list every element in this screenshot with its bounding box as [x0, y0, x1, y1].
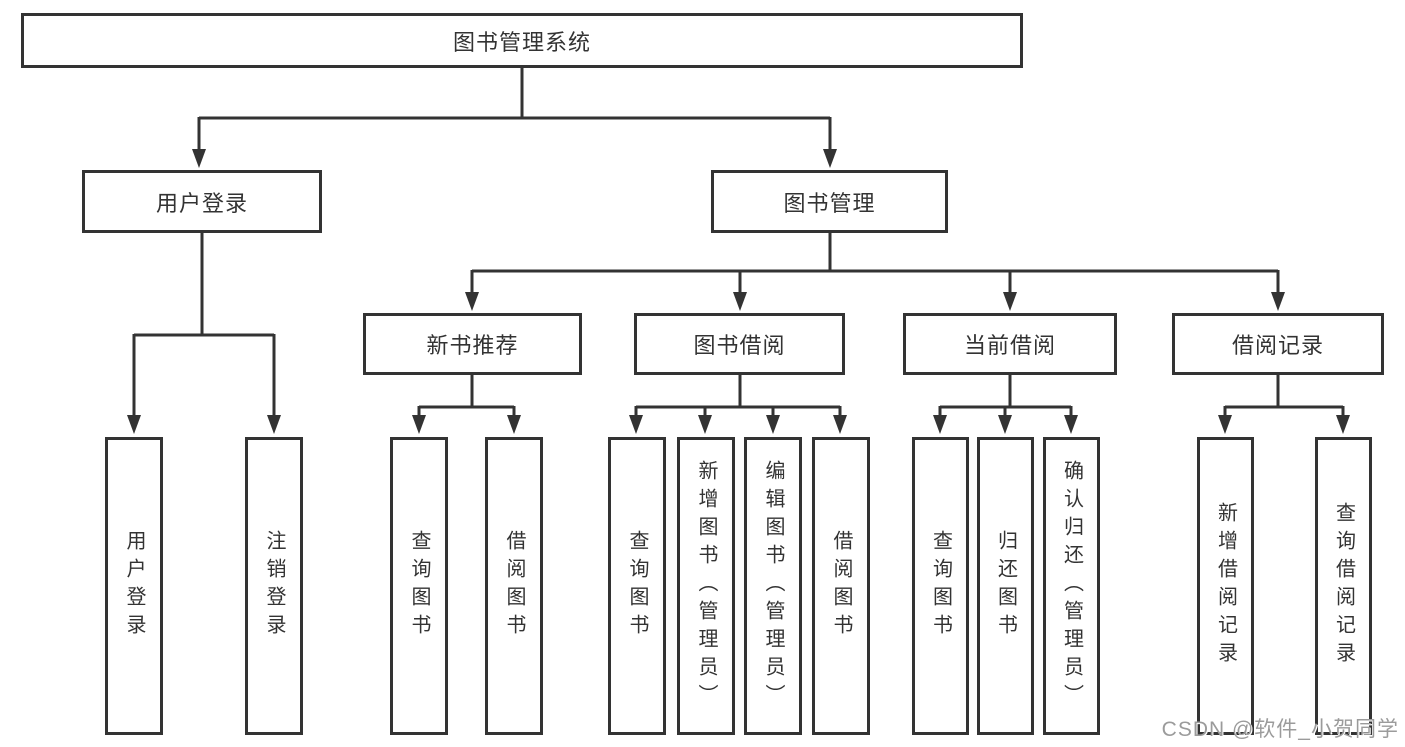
node-user-login-leaf: 用户登录 [105, 437, 163, 735]
arrow-down-icons [127, 149, 1350, 434]
node-book-mgmt-label: 图书管理 [783, 190, 876, 216]
node-book-mgmt: 图书管理 [711, 170, 948, 233]
node-borrow-records: 借阅记录 [1172, 313, 1384, 375]
csdn-watermark: CSDN @软件_小贺同学 [1161, 718, 1399, 741]
node-borrow-books-recommend: 借阅图书 [485, 437, 543, 735]
node-book-borrow: 图书借阅 [634, 313, 845, 375]
node-borrow-records-label: 借阅记录 [1231, 333, 1324, 358]
node-return-books: 归还图书 [977, 437, 1034, 735]
node-root: 图书管理系统 [21, 13, 1023, 68]
node-current-borrow: 当前借阅 [903, 313, 1117, 375]
node-logout-leaf: 注销登录 [245, 437, 303, 735]
node-new-book-recommend: 新书推荐 [363, 313, 582, 375]
node-query-books-recommend: 查询图书 [390, 437, 448, 735]
node-current-borrow-label: 当前借阅 [963, 333, 1056, 358]
node-add-borrow-record: 新增借阅记录 [1197, 437, 1254, 735]
node-borrow-books-leaf: 借阅图书 [812, 437, 870, 735]
node-edit-book-admin: 编辑图书（管理员） [744, 437, 802, 735]
node-add-book-admin: 新增图书（管理员） [677, 437, 735, 735]
node-query-books-current: 查询图书 [912, 437, 969, 735]
node-query-borrow-record: 查询借阅记录 [1315, 437, 1372, 735]
node-query-books-borrow: 查询图书 [608, 437, 666, 735]
node-user-login-label: 用户登录 [155, 190, 248, 216]
node-book-borrow-label: 图书借阅 [693, 333, 786, 358]
node-confirm-return-admin: 确认归还（管理员） [1043, 437, 1100, 735]
node-new-book-recommend-label: 新书推荐 [426, 333, 519, 358]
node-user-login: 用户登录 [82, 170, 322, 233]
node-root-label: 图书管理系统 [452, 29, 591, 55]
